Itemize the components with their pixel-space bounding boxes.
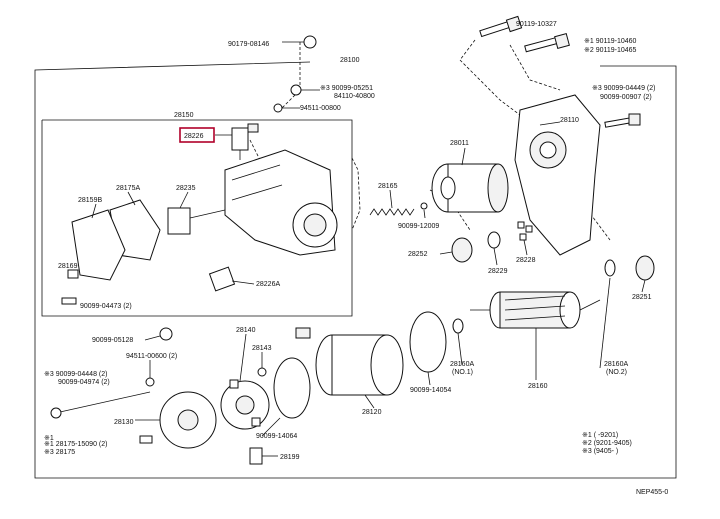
- label-28159b: 28159B: [78, 197, 102, 204]
- o-ring-90099-14054: [409, 311, 447, 373]
- label-28150: 28150: [174, 112, 194, 119]
- label-90119-10465: ※2 90119-10465: [584, 47, 637, 54]
- drive-housing-28110: [514, 94, 601, 256]
- diagram-id: NEP455-0: [636, 489, 668, 496]
- legend-star2: ※2 (9201-9405): [582, 440, 632, 447]
- washer-94511-00800: [273, 103, 283, 113]
- label-84110-40800: 84110-40800: [334, 93, 375, 100]
- through-bolt-90099-04448: [50, 391, 151, 419]
- terminal-28226: [231, 123, 259, 160]
- ring-90099-12009: [420, 202, 428, 210]
- label-star1-mark: ※1: [44, 435, 54, 442]
- highlight-28226: [179, 127, 215, 143]
- ring-90179-08146: [303, 35, 317, 49]
- label-28175-15090: ※1 28175-15090 (2): [44, 441, 107, 448]
- label-28235: 28235: [176, 185, 196, 192]
- label-28228: 28228: [516, 257, 536, 264]
- label-28251: 28251: [632, 294, 652, 301]
- label-90099-14054: 90099-14054: [410, 387, 451, 394]
- label-28226a: 28226A: [256, 281, 280, 288]
- label-28169: 28169: [58, 263, 78, 270]
- bolt-90099-04449: [604, 113, 641, 128]
- yoke-28120: [295, 327, 404, 396]
- label-90119-10327: 90119-10327: [516, 21, 557, 28]
- solenoid-switch-housing: [224, 149, 338, 256]
- label-90099-12009: 90099-12009: [398, 223, 439, 230]
- bearing-28251: [604, 255, 655, 281]
- label-28229: 28229: [488, 268, 508, 275]
- label-28130: 28130: [114, 419, 134, 426]
- inner-boundary: [41, 119, 353, 317]
- label-28110: 28110: [560, 117, 579, 124]
- label-28160a-2: 28160A: [604, 361, 628, 368]
- label-90099-14064: 90099-14064: [256, 433, 297, 440]
- bolt-90119-10460: [524, 33, 570, 53]
- label-28165: 28165: [378, 183, 398, 190]
- cap-28199: [249, 447, 263, 465]
- starter-clutch-28011: [431, 163, 509, 213]
- label-28160a-1: 28160A: [450, 361, 474, 368]
- plunger-28235: [167, 207, 226, 235]
- label-28160a-2-no: (NO.2): [606, 369, 627, 376]
- balls-28228: [517, 221, 533, 241]
- label-28100: 28100: [340, 57, 360, 64]
- label-28120: 28120: [362, 409, 382, 416]
- legend-star3: ※3 (9405- ): [582, 448, 618, 455]
- end-frame-28130: [159, 391, 217, 449]
- nut-90099-05128: [159, 327, 173, 341]
- cover-28159b: [71, 209, 126, 281]
- label-90099-00907: 90099-00907 (2): [600, 94, 652, 101]
- washer-94511-00600: [145, 377, 155, 387]
- gear-28252: [451, 237, 473, 263]
- nut-90099-05251: [290, 84, 302, 96]
- label-94511-00800: 94511-00800: [300, 105, 341, 112]
- spring-28165: [369, 208, 415, 216]
- label-28175: ※3 28175: [44, 449, 75, 456]
- terminal-28226a: [208, 266, 236, 292]
- label-28011: 28011: [450, 140, 469, 147]
- bolt-90119-10327: [479, 15, 523, 38]
- o-ring-90099-14064: [273, 357, 311, 419]
- label-28175a: 28175A: [116, 185, 140, 192]
- label-28199: 28199: [280, 454, 300, 461]
- label-28143: 28143: [252, 345, 272, 352]
- armature-28160: [470, 291, 601, 329]
- label-90119-10460: ※1 90119-10460: [584, 38, 637, 45]
- label-28160: 28160: [528, 383, 548, 390]
- label-90099-05251: ※3 90099-05251: [320, 85, 373, 92]
- screw-28175-15090: [139, 435, 153, 444]
- part-28229: [487, 231, 501, 249]
- legend-star1: ※1 ( -9201): [582, 432, 618, 439]
- label-28226: 28226: [184, 133, 204, 140]
- label-90099-04974: 90099-04974 (2): [58, 379, 110, 386]
- bearing-28160a-no1: [452, 318, 464, 334]
- label-90179-08146: 90179-08146: [228, 41, 269, 48]
- brush-holder-28140: [220, 379, 270, 430]
- label-28160a-1-no: (NO.1): [452, 369, 473, 376]
- outer-boundary: [34, 61, 677, 479]
- label-94511-00600: 94511-00600 (2): [126, 353, 177, 360]
- part-28169: [67, 269, 79, 279]
- label-90099-04448: ※3 90099-04448 (2): [44, 371, 107, 378]
- label-28140: 28140: [236, 327, 256, 334]
- label-90099-04473: 90099-04473 (2): [80, 303, 132, 310]
- label-28252: 28252: [408, 251, 428, 258]
- ring-28143: [257, 367, 267, 377]
- screw-90099-04473: [61, 297, 77, 305]
- label-90099-05128: 90099-05128: [92, 337, 133, 344]
- label-90099-04449: ※3 90099-04449 (2): [592, 85, 655, 92]
